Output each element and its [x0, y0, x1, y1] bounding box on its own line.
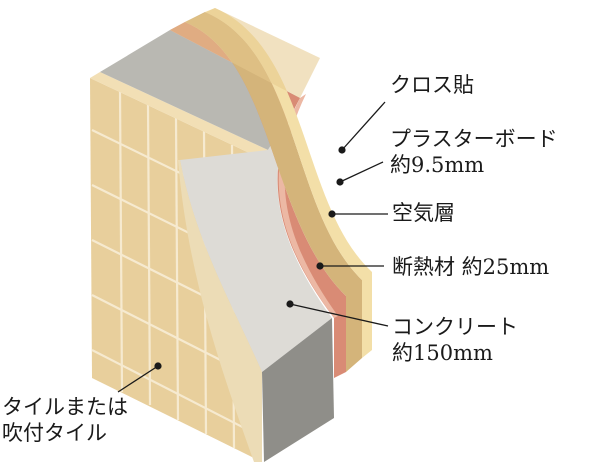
tile-label-line1: タイルまたは	[2, 395, 128, 419]
concrete-label: コンクリート	[392, 315, 518, 339]
air-layer-label: 空気層	[392, 201, 455, 225]
insulation-highlight	[278, 94, 338, 318]
leader-dots	[154, 146, 346, 370]
concrete-lower-face	[262, 318, 334, 462]
insulation-label: 断熱材 約25mm	[392, 255, 550, 279]
concrete-thickness-label: 約150mm	[392, 341, 493, 365]
tile-dot	[154, 362, 162, 370]
cloth-label: クロス貼	[390, 73, 474, 97]
concrete-cut-face	[180, 98, 332, 372]
plasterboard-label: プラスターボード	[390, 127, 558, 151]
tile-label-line2: 吹付タイル	[2, 421, 107, 445]
plasterboard-dot	[336, 178, 344, 186]
cloth-dot	[338, 146, 346, 154]
concrete-top	[100, 30, 300, 150]
tile-top-edge	[90, 72, 268, 158]
concrete-edge	[178, 160, 262, 462]
concrete-dot	[286, 300, 294, 308]
plasterboard-thickness-label: 約9.5mm	[390, 153, 485, 177]
air-layer-dot	[328, 210, 336, 218]
layers-top-cap	[170, 8, 320, 98]
insulation-dot	[316, 262, 324, 270]
leader-lines	[117, 101, 389, 393]
